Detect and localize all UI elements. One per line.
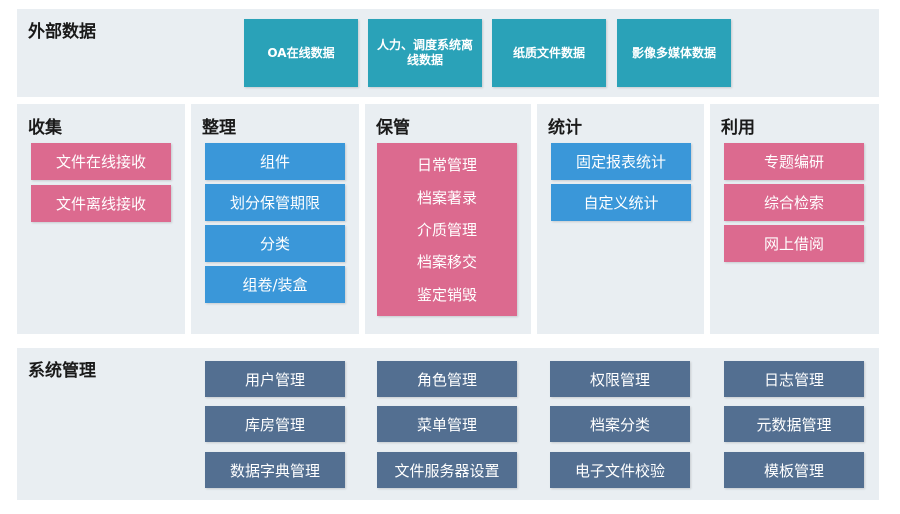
- custody-archive-description-item[interactable]: 档案著录: [416, 188, 477, 207]
- oa-online-data-box[interactable]: OA在线数据: [244, 19, 358, 87]
- hr-dispatch-offline-data-box[interactable]: 人力、调度系统离线数据: [368, 19, 482, 87]
- usage-title: 利用: [721, 118, 755, 138]
- warehouse-management-button[interactable]: 库房管理: [205, 406, 345, 442]
- custody-panel: 保管 日常管理 档案著录 介质管理 档案移交 鉴定销毁: [365, 104, 531, 334]
- metadata-management-button[interactable]: 元数据管理: [724, 406, 864, 442]
- organize-classify-button[interactable]: 分类: [205, 225, 345, 262]
- organize-retention-period-button[interactable]: 划分保管期限: [205, 184, 345, 221]
- role-management-button[interactable]: 角色管理: [377, 361, 517, 397]
- custody-function-stack: 日常管理 档案著录 介质管理 档案移交 鉴定销毁: [377, 143, 517, 316]
- usage-panel: 利用 专题编研 综合检索 网上借阅: [710, 104, 879, 334]
- paper-file-data-box[interactable]: 纸质文件数据: [492, 19, 606, 87]
- organize-volume-box-button[interactable]: 组卷/装盒: [205, 266, 345, 303]
- organize-panel: 整理 组件 划分保管期限 分类 组卷/装盒: [191, 104, 359, 334]
- e-file-verification-button[interactable]: 电子文件校验: [550, 452, 690, 488]
- external-data-panel: 外部数据 OA在线数据 人力、调度系统离线数据 纸质文件数据 影像多媒体数据: [17, 9, 879, 97]
- statistics-title: 统计: [548, 118, 582, 138]
- comprehensive-search-button[interactable]: 综合检索: [724, 184, 864, 221]
- collect-offline-receive-button[interactable]: 文件离线接收: [31, 185, 171, 222]
- custody-title: 保管: [376, 118, 410, 138]
- archive-classification-button[interactable]: 档案分类: [550, 406, 690, 442]
- custody-daily-management-item[interactable]: 日常管理: [416, 156, 477, 175]
- statistics-panel: 统计 固定报表统计 自定义统计: [537, 104, 704, 334]
- system-management-title: 系统管理: [28, 361, 96, 381]
- organize-title: 整理: [202, 118, 236, 138]
- template-management-button[interactable]: 模板管理: [724, 452, 864, 488]
- media-data-box[interactable]: 影像多媒体数据: [617, 19, 731, 87]
- custom-statistics-button[interactable]: 自定义统计: [551, 184, 691, 221]
- fixed-report-statistics-button[interactable]: 固定报表统计: [551, 143, 691, 180]
- online-borrowing-button[interactable]: 网上借阅: [724, 225, 864, 262]
- user-management-button[interactable]: 用户管理: [205, 361, 345, 397]
- custody-media-management-item[interactable]: 介质管理: [416, 220, 477, 239]
- file-server-settings-button[interactable]: 文件服务器设置: [377, 452, 517, 488]
- collect-panel: 收集 文件在线接收 文件离线接收: [17, 104, 185, 334]
- system-management-panel: 系统管理 用户管理 角色管理 权限管理 日志管理 库房管理 菜单管理 档案分类 …: [17, 348, 879, 500]
- custody-archive-transfer-item[interactable]: 档案移交: [416, 253, 477, 272]
- organize-component-button[interactable]: 组件: [205, 143, 345, 180]
- data-dictionary-management-button[interactable]: 数据字典管理: [205, 452, 345, 488]
- collect-online-receive-button[interactable]: 文件在线接收: [31, 143, 171, 180]
- topic-compilation-button[interactable]: 专题编研: [724, 143, 864, 180]
- collect-title: 收集: [28, 118, 62, 138]
- external-data-title: 外部数据: [28, 22, 96, 42]
- menu-management-button[interactable]: 菜单管理: [377, 406, 517, 442]
- custody-appraisal-destruction-item[interactable]: 鉴定销毁: [416, 285, 477, 304]
- permission-management-button[interactable]: 权限管理: [550, 361, 690, 397]
- log-management-button[interactable]: 日志管理: [724, 361, 864, 397]
